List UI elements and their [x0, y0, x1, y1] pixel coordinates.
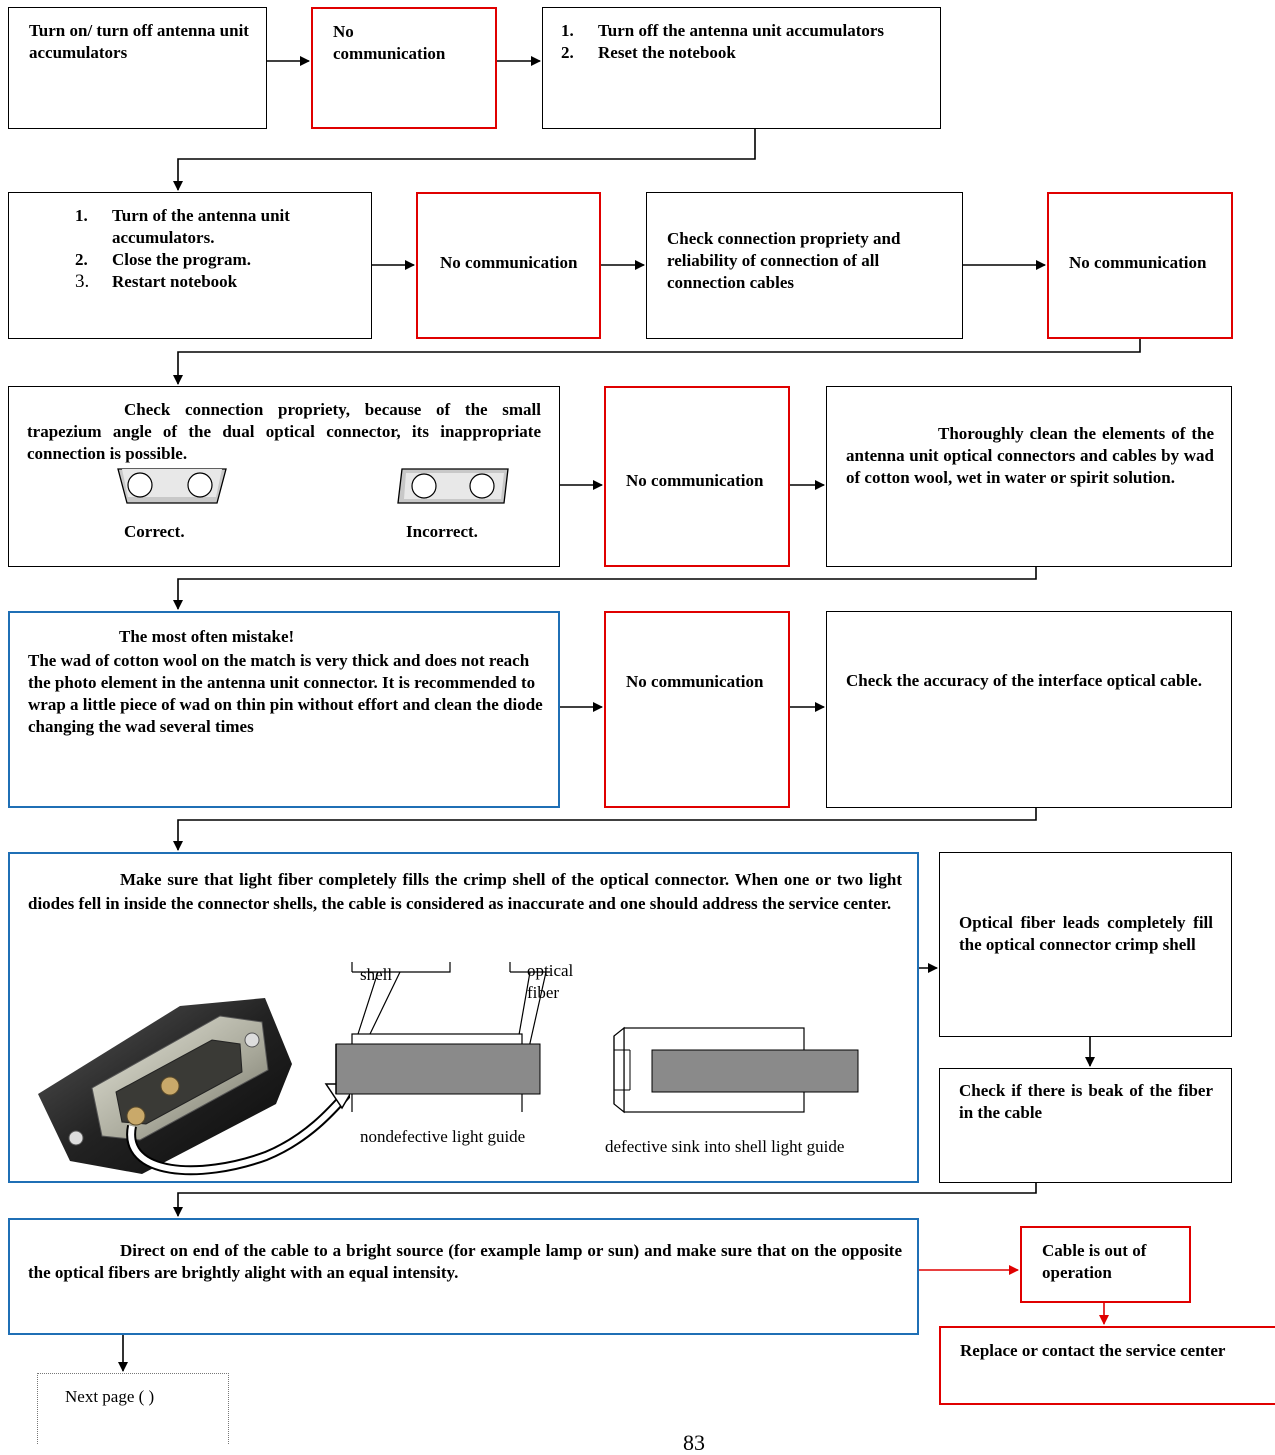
- caption-nondefective: nondefective light guide: [360, 1127, 526, 1146]
- step-label: Optical fiber leads completely fill the …: [959, 913, 1213, 954]
- list-item: 2.Reset the notebook: [561, 43, 736, 62]
- step-light-test: Direct on end of the cable to a bright s…: [8, 1218, 919, 1335]
- connector-photo: [38, 998, 350, 1176]
- replace-or-contact-box: Replace or contact the service center: [939, 1326, 1275, 1405]
- step-label: Make sure that light fiber completely fi…: [28, 870, 902, 913]
- next-page-box[interactable]: Next page ( ): [37, 1373, 229, 1444]
- no-communication-box: No communication: [311, 7, 497, 129]
- note-title: The most often mistake!: [119, 627, 295, 646]
- step-label: Check connection propriety, because of t…: [27, 400, 541, 463]
- step-fiber-fills-shell: Optical fiber leads completely fill the …: [939, 852, 1232, 1037]
- no-communication-label: No communication: [626, 672, 764, 691]
- step-label: Check connection propriety and reliabili…: [667, 229, 901, 292]
- list-item: 1.Turn of the antenna unit accumulators.: [75, 206, 290, 247]
- list-item: 2.Close the program.: [75, 250, 251, 269]
- step-check-fiber-break: Check if there is beak of the fiber in t…: [939, 1068, 1232, 1183]
- note-body: The wad of cotton wool on the match is v…: [28, 651, 543, 736]
- page-number: 83: [683, 1430, 705, 1455]
- incorrect-connector-icon: [397, 468, 509, 504]
- reset-steps: 1.Turn off the antenna unit accumulators…: [561, 20, 911, 64]
- step-clean-connectors: Thoroughly clean the elements of the ant…: [826, 386, 1232, 567]
- step-fiber-fill-shell: Make sure that light fiber completely fi…: [8, 852, 919, 1183]
- no-communication-box: No communication: [604, 386, 790, 567]
- step-label: Turn on/ turn off antenna unit accumulat…: [29, 21, 249, 62]
- correct-connector-icon: [117, 468, 227, 504]
- cable-out-of-operation-box: Cable is out of operation: [1020, 1226, 1191, 1303]
- callout-shell: shell: [360, 965, 393, 984]
- list-item: 3.Restart notebook: [75, 271, 238, 292]
- step-label: Thoroughly clean the elements of the ant…: [846, 424, 1214, 487]
- step-check-interface-cable: Check the accuracy of the interface opti…: [826, 611, 1232, 808]
- correct-label: Correct.: [124, 522, 185, 541]
- note-common-mistake: The most often mistake! The wad of cotto…: [8, 611, 560, 808]
- caption-defective: defective sink into shell light guide: [605, 1137, 845, 1156]
- incorrect-label: Incorrect.: [406, 522, 478, 541]
- next-page-label[interactable]: Next page ( ): [65, 1387, 155, 1406]
- no-communication-box: No communication: [1047, 192, 1233, 339]
- step-label: Check if there is beak of the fiber in t…: [959, 1081, 1213, 1122]
- replace-label: Replace or contact the service center: [960, 1341, 1226, 1360]
- list-item: 1.Turn off the antenna unit accumulators: [561, 21, 885, 40]
- step-reset-notebook: 1.Turn off the antenna unit accumulators…: [542, 7, 941, 129]
- cable-out-label: Cable is out of operation: [1042, 1241, 1147, 1282]
- restart-steps: 1.Turn of the antenna unit accumulators.…: [75, 205, 355, 293]
- step-toggle-accumulators: Turn on/ turn off antenna unit accumulat…: [8, 7, 267, 129]
- no-communication-label: No communication: [440, 253, 578, 272]
- step-check-connector-orientation: Check connection propriety, because of t…: [8, 386, 560, 567]
- step-label: Check the accuracy of the interface opti…: [846, 671, 1202, 690]
- no-communication-label: No communication: [626, 471, 764, 490]
- callout-optical-fiber: optical fiber: [527, 961, 574, 1002]
- no-communication-label: No communication: [1069, 253, 1207, 272]
- nondefective-guide-diagram: [335, 962, 550, 1112]
- defective-guide-diagram: [613, 1026, 859, 1114]
- step-restart-notebook: 1.Turn of the antenna unit accumulators.…: [8, 192, 372, 339]
- step-label: Direct on end of the cable to a bright s…: [28, 1241, 902, 1282]
- no-communication-box: No communication: [604, 611, 790, 808]
- no-communication-label: No communication: [333, 22, 446, 63]
- no-communication-box: No communication: [416, 192, 601, 339]
- step-check-cables: Check connection propriety and reliabili…: [646, 192, 963, 339]
